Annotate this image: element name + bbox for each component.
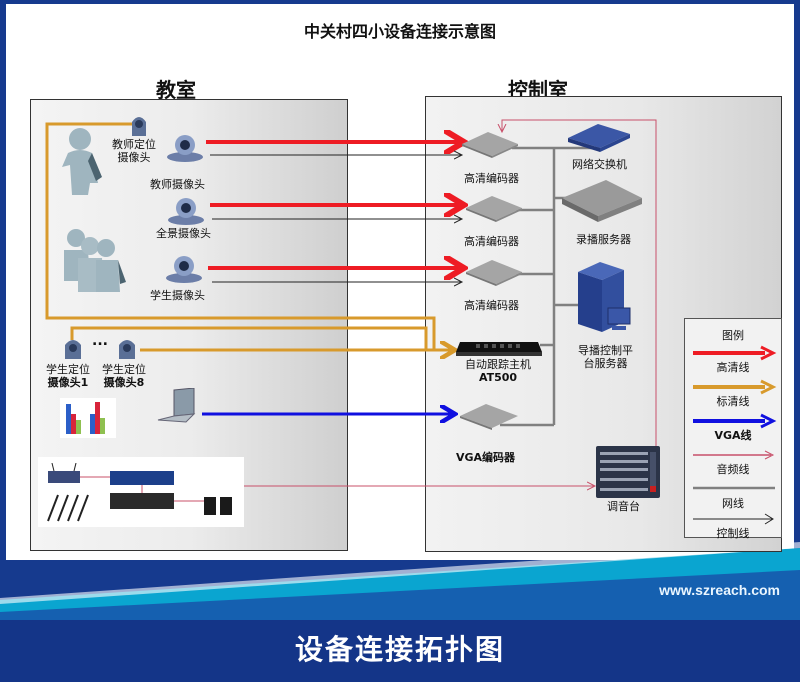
legend-label-control: 控制线 — [716, 527, 750, 540]
tracking-host-icon — [456, 342, 542, 356]
hd-encoder-2-icon — [466, 196, 522, 222]
footer-band — [0, 620, 800, 682]
audio-equipment-icon — [47, 463, 232, 522]
panorama-camera-label: 全景摄像头 — [156, 227, 211, 240]
director-server-label: 导播控制平 台服务器 — [578, 344, 633, 370]
website-url[interactable]: www.szreach.com — [659, 582, 780, 598]
student-locator-1-line2: 摄像头1 — [47, 376, 89, 389]
teacher-camera-label: 教师摄像头 — [150, 178, 205, 191]
classroom-title: 教室 — [156, 78, 196, 102]
laptop-icon — [157, 388, 196, 423]
hd-encoder-2-label: 高清编码器 — [464, 235, 519, 248]
student-locator-1-line1: 学生定位 — [46, 363, 90, 376]
audio-mixer-icon — [596, 446, 660, 498]
legend-symbol-audio — [693, 450, 775, 460]
recording-server-icon — [562, 180, 642, 222]
diagram-title: 中关村四小设备连接示意图 — [303, 22, 496, 41]
network-switch-label: 网络交换机 — [572, 158, 627, 171]
teacher-locator-camera-label: 教师定位 摄像头 — [112, 138, 156, 164]
audio-equipment-group — [38, 457, 244, 527]
student-camera-label: 学生摄像头 — [150, 289, 205, 302]
vga-encoder-label: VGA编码器 — [456, 451, 516, 464]
footer-title: 设备连接拓扑图 — [294, 633, 505, 666]
legend-label-sd: 标清线 — [716, 395, 750, 408]
director-server-icon — [578, 262, 631, 332]
teacher-figure-icon — [62, 128, 102, 195]
student-camera-icon — [166, 256, 202, 283]
legend: 图例 高清线 标清线 VGA线 音频线 网线 控制线 — [684, 318, 782, 540]
tracking-host-label: 自动跟踪主机 AT500 — [465, 358, 531, 384]
legend-symbol-control — [693, 513, 774, 525]
legend-label-hd: 高清线 — [716, 361, 750, 374]
teacher-locator-camera-icon — [132, 117, 146, 136]
bar-chart-icon — [60, 398, 116, 438]
legend-symbol-vga — [693, 413, 777, 429]
tracking-host-line1: 自动跟踪主机 — [465, 358, 531, 371]
students-figure-icon — [64, 229, 126, 292]
student-locator-camera-1-label: 学生定位 摄像头1 — [46, 363, 90, 389]
hd-encoder-3-label: 高清编码器 — [464, 299, 519, 312]
panorama-camera-icon — [168, 198, 204, 225]
legend-label-vga: VGA线 — [714, 429, 752, 442]
legend-symbol-sd — [693, 379, 777, 395]
ellipsis-text: ... — [92, 333, 108, 349]
hd-encoder-1-label: 高清编码器 — [464, 172, 519, 185]
student-locator-8-line1: 学生定位 — [102, 363, 146, 376]
hd-encoder-1-icon — [462, 132, 518, 158]
legend-symbol-hd — [693, 345, 777, 361]
tracking-host-line2: AT500 — [478, 371, 518, 384]
student-locator-camera-8-icon — [119, 340, 135, 359]
legend-symbols — [693, 345, 777, 525]
network-switch-icon — [568, 124, 630, 152]
legend-label-network: 网线 — [722, 497, 744, 510]
legend-title: 图例 — [722, 329, 744, 342]
student-locator-camera-8-label: 学生定位 摄像头8 — [102, 363, 146, 389]
vga-encoder-icon — [460, 404, 518, 430]
recording-server-label: 录播服务器 — [576, 233, 631, 246]
student-locator-camera-1-icon — [65, 340, 81, 359]
teacher-camera-icon — [167, 135, 203, 162]
audio-mixer-label: 调音台 — [607, 500, 640, 513]
director-server-line1: 导播控制平 — [578, 344, 633, 357]
director-server-line2: 台服务器 — [583, 357, 628, 370]
legend-label-audio: 音频线 — [716, 463, 750, 476]
hd-encoder-3-icon — [466, 260, 522, 286]
student-locator-8-line2: 摄像头8 — [103, 376, 145, 389]
